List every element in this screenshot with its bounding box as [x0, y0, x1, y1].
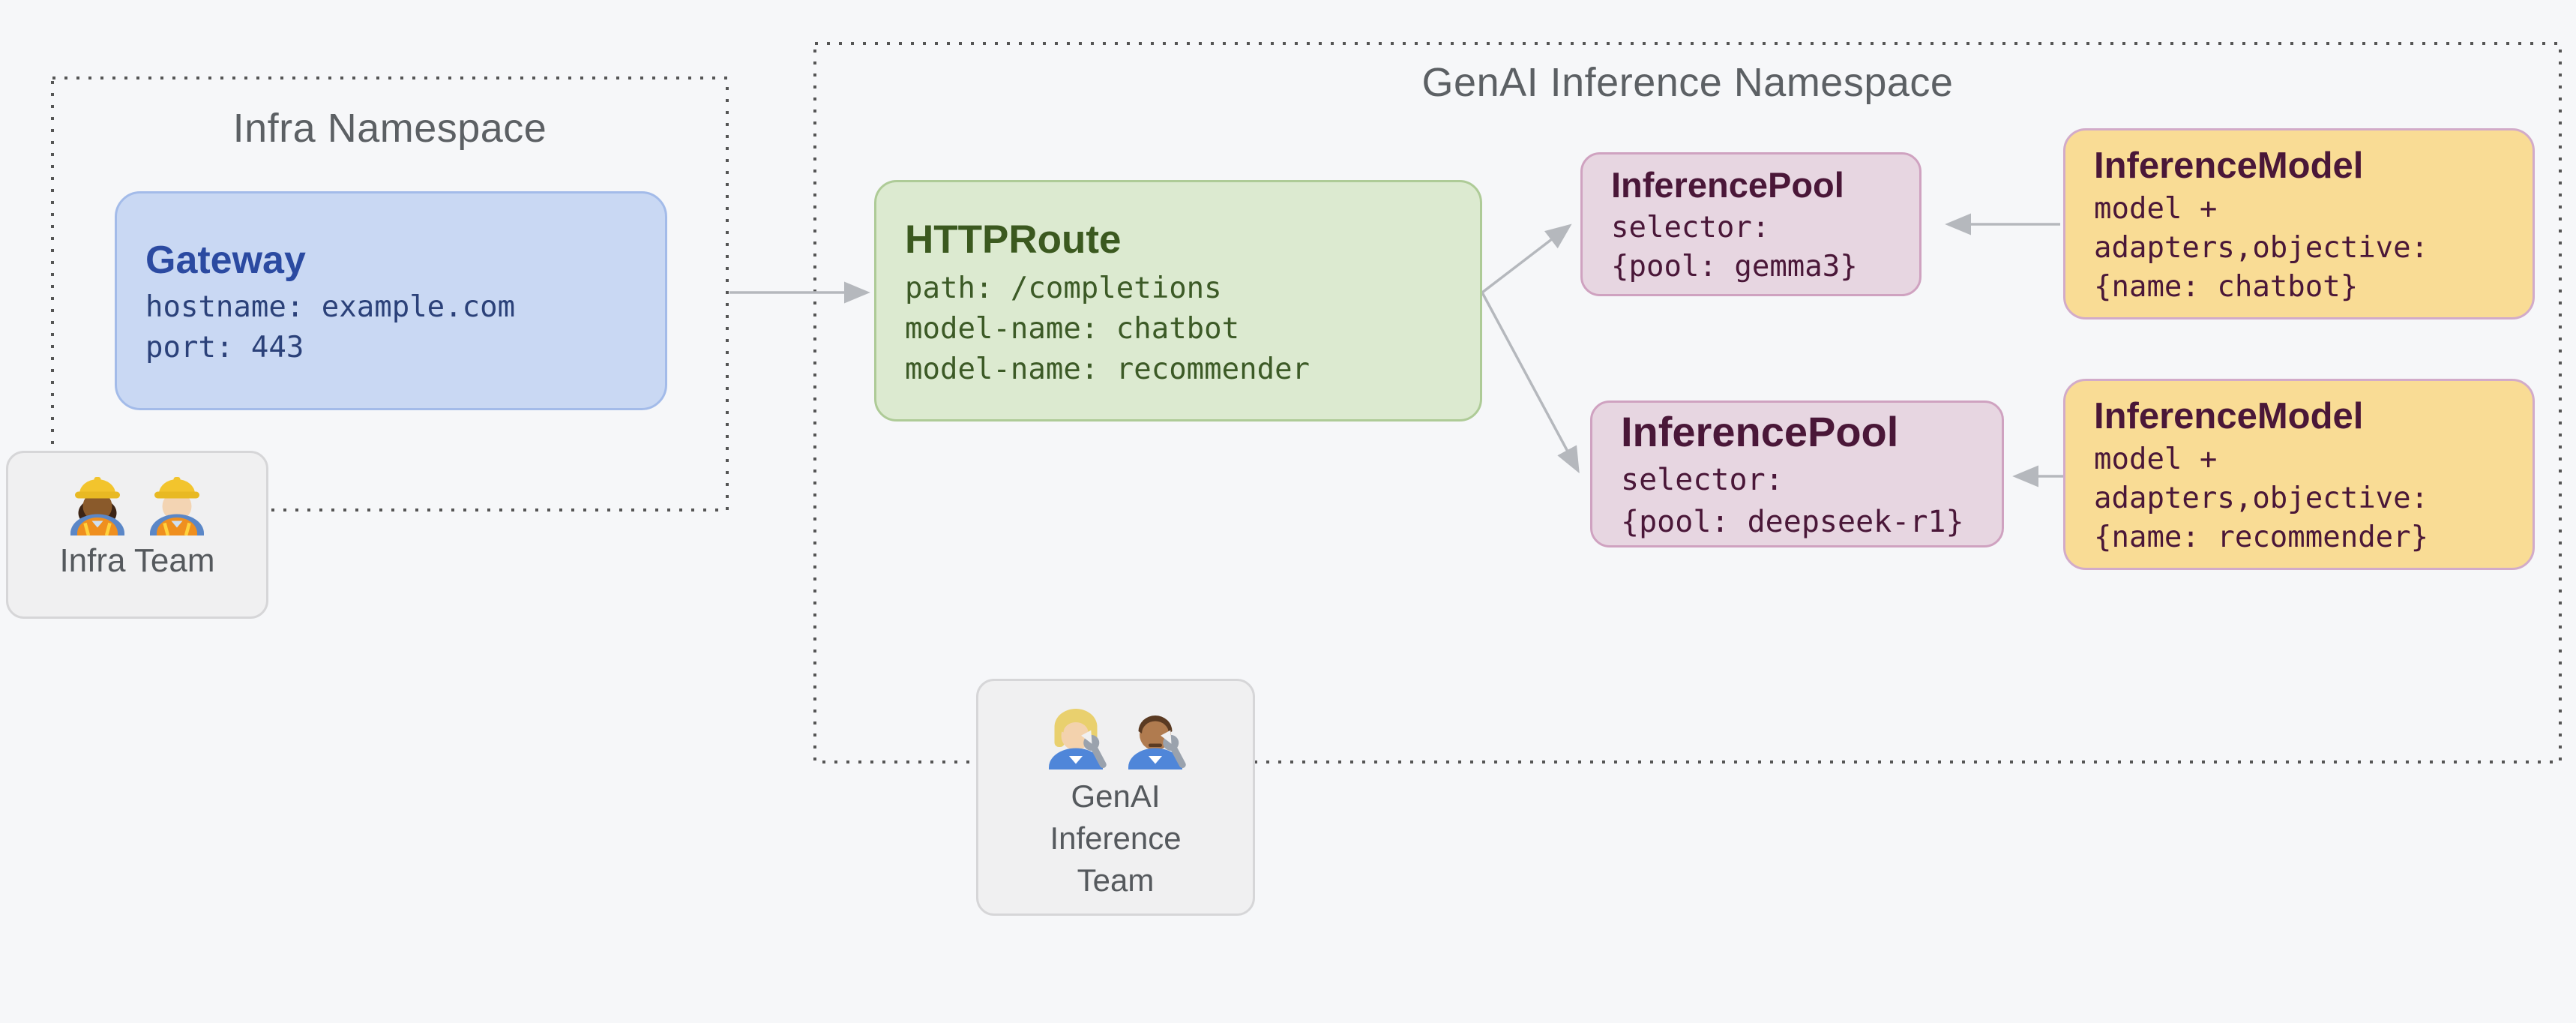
gateway-hostname: hostname: example.com	[145, 290, 516, 324]
genai-team-label: GenAI Inference Team	[1050, 778, 1182, 898]
httproute-title: HTTPRoute	[905, 218, 1122, 262]
genai-team-card: GenAI Inference Team	[976, 679, 1255, 916]
model-recommender-line-3: {name: recommender}	[2094, 520, 2429, 554]
inference-pool-deepseek-node: InferencePool selector: {pool: deepseek-…	[1590, 400, 2004, 548]
genai-team-icons	[1040, 698, 1191, 770]
gateway-node: Gateway hostname: example.com port: 443	[115, 191, 667, 410]
gateway-port: port: 443	[145, 331, 304, 364]
infra-namespace-title: Infra Namespace	[232, 106, 547, 151]
inference-pool-gemma-title: InferencePool	[1611, 165, 1844, 205]
httproute-model-chatbot: model-name: chatbot	[905, 312, 1240, 346]
woman-mechanic-emoji	[1049, 709, 1107, 770]
genai-namespace-title: GenAI Inference Namespace	[1421, 60, 1954, 105]
model-recommender-line-2: adapters,objective:	[2094, 481, 2429, 515]
model-chatbot-line-1: model +	[2094, 191, 2218, 226]
inference-model-chatbot-node: InferenceModel model + adapters,objectiv…	[2063, 128, 2535, 320]
pool-gemma-value: {pool: gemma3}	[1611, 250, 1858, 284]
inference-model-chatbot-title: InferenceModel	[2094, 145, 2364, 186]
construction-worker-woman-emoji	[70, 477, 124, 536]
model-chatbot-line-3: {name: chatbot}	[2094, 269, 2359, 304]
infra-team-icons	[61, 464, 213, 536]
model-recommender-line-1: model +	[2094, 442, 2218, 476]
infra-team-card: Infra Team	[6, 451, 268, 619]
gateway-title: Gateway	[145, 238, 306, 282]
inference-pool-deepseek-title: InferencePool	[1621, 408, 1899, 455]
inference-model-recommender-node: InferenceModel model + adapters,objectiv…	[2063, 379, 2535, 570]
infra-namespace-border	[51, 76, 729, 512]
edge-httproute-pool-gemma	[1481, 224, 1572, 294]
httproute-node: HTTPRoute path: /completions model-name:…	[874, 180, 1482, 422]
inference-pool-gemma-node: InferencePool selector: {pool: gemma3}	[1580, 152, 1922, 296]
httproute-path: path: /completions	[905, 272, 1222, 305]
pool-deepseek-selector: selector:	[1621, 463, 1784, 497]
construction-worker-man-emoji	[150, 477, 204, 536]
model-chatbot-line-2: adapters,objective:	[2094, 230, 2429, 265]
httproute-model-recommender: model-name: recommender	[905, 352, 1310, 386]
genai-namespace-border	[813, 42, 2562, 764]
pool-gemma-selector: selector:	[1611, 211, 1770, 244]
pool-deepseek-value: {pool: deepseek-r1}	[1621, 505, 1964, 539]
infra-team-label: Infra Team	[59, 542, 215, 579]
inference-model-recommender-title: InferenceModel	[2094, 395, 2364, 436]
man-mechanic-emoji	[1128, 716, 1186, 770]
edge-httproute-pool-deepseek	[1481, 292, 1580, 474]
